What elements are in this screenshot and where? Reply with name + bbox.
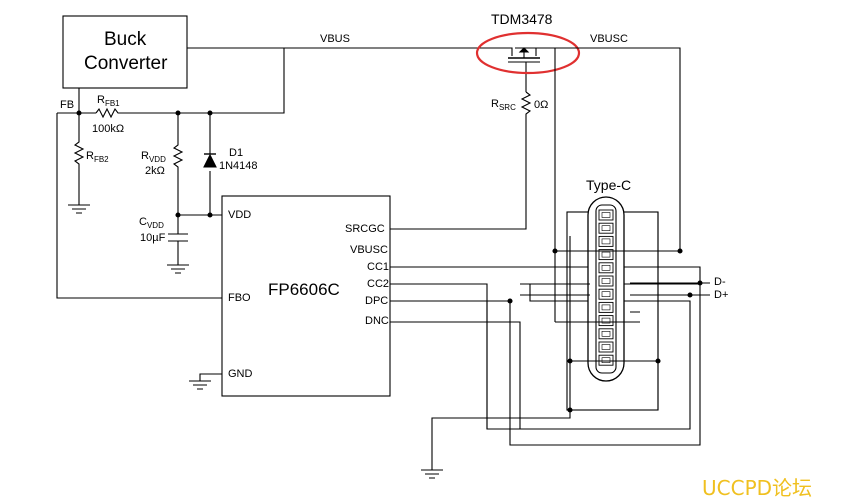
type-c-pin [598, 341, 614, 353]
type-c-pin [598, 354, 614, 366]
rfb1-ref: RFB1 [97, 94, 120, 109]
type-c-pin [598, 328, 614, 340]
ic-pin-dnc: DNC [365, 315, 389, 327]
rvdd-ref: RVDD [141, 150, 166, 165]
watermark: UCCPD论坛 [702, 476, 813, 498]
d1-ref: D1 [229, 147, 244, 159]
type-c-pin [598, 275, 614, 287]
rfb1-value: 100kΩ [92, 123, 125, 135]
buck-label-line1: Buck [104, 29, 147, 50]
ic-pin-fbo: FBO [228, 292, 251, 304]
fb-wire [56, 88, 222, 299]
type-c-pin [598, 249, 614, 261]
rsrc-resistor [390, 91, 532, 230]
type-c-pins [598, 209, 614, 366]
mosfet-symbol [500, 47, 548, 92]
d-minus-label: D- [714, 276, 726, 288]
rvdd-value: 2kΩ [145, 165, 165, 177]
type-c-pin [598, 235, 614, 247]
ic-pin-dpc: DPC [365, 295, 389, 307]
rfb2-ref: RFB2 [86, 150, 109, 165]
rfb1-resistor [95, 107, 210, 119]
mosfet-label: TDM3478 [491, 11, 553, 27]
vbus-wire [187, 47, 500, 114]
cvdd-ref: CVDD [139, 216, 164, 231]
type-c-pin [598, 288, 614, 300]
mosfet-highlight [475, 31, 581, 75]
vbusc-net-label: VBUSC [590, 33, 628, 45]
buck-converter-box [62, 15, 188, 89]
rfb2-resistor [73, 113, 85, 205]
type-c-pin [598, 209, 614, 221]
d-plus-label: D+ [714, 289, 729, 301]
ic-pin-vbusc: VBUSC [350, 244, 388, 256]
ic-pin-srcgc: SRCGC [345, 223, 385, 235]
rvdd-resistor [172, 113, 184, 215]
cvdd-capacitor [168, 215, 188, 265]
rsrc-ref: RSRC [491, 98, 516, 113]
ic-pin-gnd: GND [228, 368, 253, 380]
type-c-pin [598, 262, 614, 274]
ic-pin-cc1: CC1 [367, 261, 390, 273]
type-c-label: Type-C [586, 177, 632, 193]
ic-pin-cc2: CC2 [367, 278, 390, 290]
cvdd-value: 10µF [140, 232, 166, 244]
buck-label-line2: Converter [84, 53, 168, 74]
type-c-pin [598, 301, 614, 313]
ic-name: FP6606C [268, 280, 340, 299]
rsrc-value: 0Ω [534, 99, 549, 111]
dnc-wire [390, 321, 521, 429]
type-c-pin [598, 315, 614, 327]
vbus-label: VBUS [320, 33, 350, 45]
ic-pin-vdd: VDD [228, 209, 252, 221]
fb-label: FB [60, 99, 75, 111]
type-c-pin [598, 222, 614, 234]
cc2-wire [390, 283, 700, 430]
fp6606c-ic-box [221, 195, 391, 397]
d1-value: 1N4148 [219, 160, 258, 172]
